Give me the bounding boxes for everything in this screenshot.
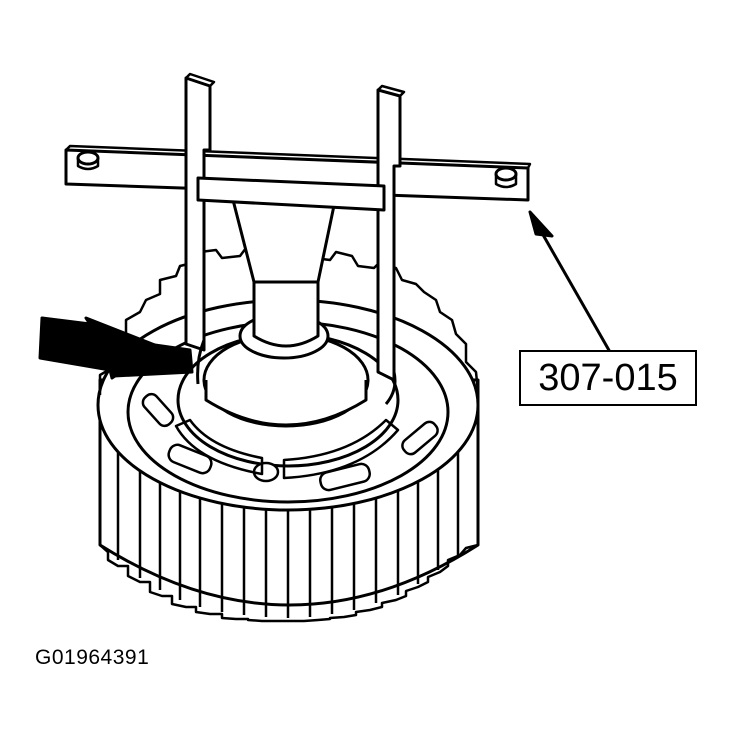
shaft-body — [252, 280, 320, 348]
hub-cylinder — [204, 380, 368, 427]
hub-shaft — [202, 194, 370, 428]
puller-lower-plate — [196, 176, 386, 212]
tool-cone — [230, 194, 338, 284]
pulley-teeth — [116, 440, 460, 618]
leader-line — [536, 225, 612, 353]
puller-tool — [64, 72, 532, 405]
pulley-slots — [141, 392, 439, 492]
pulley-tooth-edge — [99, 543, 479, 623]
pulley-inner-segment-2 — [282, 418, 400, 480]
arrow-icon — [38, 210, 612, 380]
callout-label: 307-015 — [519, 350, 697, 406]
bolt-left — [76, 150, 100, 166]
bolt-right — [494, 166, 518, 182]
leader-arrow-icon — [528, 210, 554, 238]
puller-crossbar — [64, 148, 530, 202]
figure-id: G01964391 — [35, 646, 150, 669]
puller-jaw-right — [384, 371, 397, 405]
puller-jaw-left — [196, 339, 206, 385]
pulley-inner-segment — [174, 418, 264, 476]
